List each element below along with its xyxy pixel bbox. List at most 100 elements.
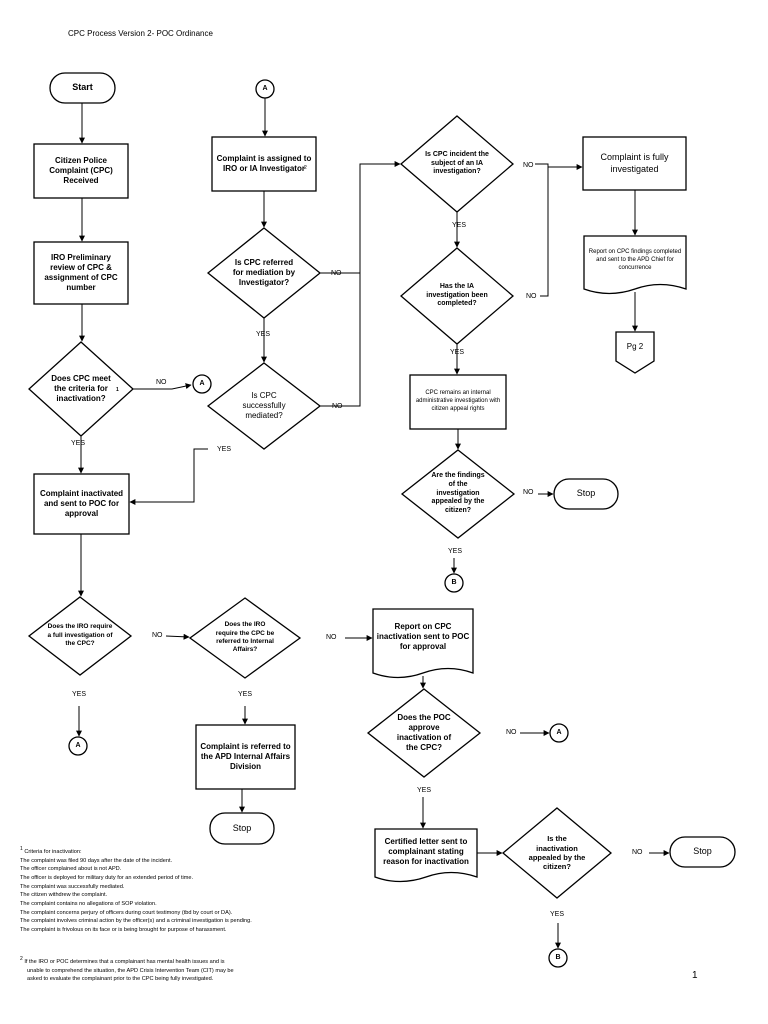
fully-investigated-label: Complaint is fully investigated xyxy=(600,152,669,174)
iro-review-box xyxy=(33,241,129,305)
certified-letter-label: Certified letter sent to complainant sta… xyxy=(383,837,469,866)
page-title: CPC Process Version 2- POC Ordinance xyxy=(68,29,213,38)
footnote-1-item: The citizen withdrew the complaint. xyxy=(20,892,108,899)
mediated-decision xyxy=(206,362,322,450)
no-label-poc: NO xyxy=(506,729,517,736)
yes-label-ia-completed: YES xyxy=(450,349,465,356)
poc-approve-decision xyxy=(366,688,482,778)
connector-a-right xyxy=(549,723,569,743)
ia-subject-label: Is CPC incident the subject of an IA inv… xyxy=(425,150,489,176)
edge-ia-no-fully xyxy=(535,163,583,170)
no-label-mediation: NO xyxy=(331,270,342,277)
pg2-label: Pg 2 xyxy=(626,342,644,351)
footnote-1-heading: Criteria for inactivation: xyxy=(24,848,82,855)
footnote-1-item: The officer complained about is not APD. xyxy=(20,866,122,873)
footnote-1-item: The complaint is frivolous on its face o… xyxy=(20,927,227,934)
no-label-criteria: NO xyxy=(156,379,167,386)
yes-label-mediation: YES xyxy=(256,331,271,338)
cpc-received-label: Citizen Police Complaint (CPC) Received xyxy=(49,156,113,185)
edge-full-no-refer xyxy=(165,633,190,640)
footnote-1-item: The complaint contains no allegations of… xyxy=(20,901,157,908)
report-inactivation-label: Report on CPC inactivation sent to POC f… xyxy=(376,622,470,651)
footnote-ref-1: 1 xyxy=(116,387,119,393)
connector-a-bottom-left-label: A xyxy=(75,742,81,749)
iro-review-label: IRO Preliminary review of CPC & assignme… xyxy=(44,253,118,292)
yes-label-mediated: YES xyxy=(217,446,232,453)
complaint-inactivated-label: Complaint inactivated and sent to POC fo… xyxy=(39,489,124,518)
edge-mediated-no-join xyxy=(320,273,361,407)
connector-a-mid xyxy=(192,374,212,394)
stop-terminal-2 xyxy=(553,478,619,510)
stop-terminal-3 xyxy=(669,836,736,868)
connector-a-bottom-left xyxy=(68,736,88,756)
stop-terminal-1 xyxy=(209,812,275,845)
no-label-appealed: NO xyxy=(632,849,643,856)
internal-admin-label: CPC remains an internal administrative i… xyxy=(415,390,501,412)
stop-label-1: Stop xyxy=(232,822,252,833)
footnote-1-item: The complaint concerns perjury of office… xyxy=(20,909,233,916)
no-label-ia-completed: NO xyxy=(526,293,537,300)
footnote-2: 2 If the IRO or POC determines that a co… xyxy=(20,955,350,984)
no-label-findings: NO xyxy=(523,489,534,496)
pg2-offpage xyxy=(615,331,655,374)
start-label: Start xyxy=(72,82,93,93)
footnote-2-marker: 2 xyxy=(20,956,23,962)
cpc-received-box xyxy=(33,143,129,199)
inactivation-appealed-label: Is the inactivation appealed by the citi… xyxy=(528,834,586,872)
page-number: 1 xyxy=(692,970,698,981)
footnote-2-line: If the IRO or POC determines that a comp… xyxy=(24,958,225,965)
meet-criteria-label: Does CPC meet the criteria for inactivat… xyxy=(51,374,111,403)
assigned-label: Complaint is assigned to IRO or IA Inves… xyxy=(216,154,312,173)
stop-label-2: Stop xyxy=(576,488,596,499)
iro-full-investigation-label: Does the IRO require a full investigatio… xyxy=(47,623,113,648)
footnote-1-item: The complaint was filed 90 days after th… xyxy=(20,857,173,864)
no-label-full-investigation: NO xyxy=(152,632,163,639)
report-inactivation-doc xyxy=(372,608,474,679)
edge-criteria-no-a xyxy=(133,383,192,390)
footnote-2-line: unable to comprehend the situation, the … xyxy=(27,967,234,974)
referred-apd-label: Complaint is referred to the APD Interna… xyxy=(200,742,291,771)
yes-label-ia-subject: YES xyxy=(452,222,467,229)
connector-b-bottom xyxy=(548,948,568,968)
footnote-1-item: The complaint involves criminal action b… xyxy=(20,918,252,925)
no-label-refer-ia: NO xyxy=(326,634,337,641)
edge-mediated-yes-inactivated xyxy=(129,448,208,505)
footnote-1-marker: 1 xyxy=(20,846,23,852)
iro-refer-ia-label: Does the IRO require the CPC be referred… xyxy=(215,621,275,654)
footnote-1: 1 Criteria for inactivation: The complai… xyxy=(20,845,350,935)
yes-label-findings: YES xyxy=(448,548,463,555)
certified-letter-doc xyxy=(374,828,478,883)
referred-apd-box xyxy=(195,724,296,790)
connector-a-right-label: A xyxy=(556,729,562,736)
findings-appealed-label: Are the findings of the investigation ap… xyxy=(431,472,485,515)
footnote-ref-2: 2 xyxy=(304,165,307,171)
inactivation-appealed-decision xyxy=(501,807,613,899)
edge-completed-no-join xyxy=(540,167,549,297)
findings-appealed-decision xyxy=(400,449,516,539)
report-findings-label: Report on CPC findings completed and sen… xyxy=(588,249,682,271)
connector-b-bottom-label: B xyxy=(555,954,561,961)
yes-label-refer-ia: YES xyxy=(238,691,253,698)
connector-b-mid-label: B xyxy=(451,579,457,586)
mediated-label: Is CPC successfully mediated? xyxy=(242,391,286,420)
iro-refer-ia-decision xyxy=(188,597,302,679)
connector-b-mid xyxy=(444,573,464,593)
no-label-ia-subject: NO xyxy=(523,162,534,169)
stop-label-3: Stop xyxy=(693,846,712,857)
footnote-1-item: The officer is deployed for military dut… xyxy=(20,874,194,881)
connector-a-top-label: A xyxy=(262,85,268,92)
iro-full-investigation-decision xyxy=(27,596,133,676)
yes-label-criteria: YES xyxy=(71,440,86,447)
yes-label-appealed: YES xyxy=(550,911,565,918)
yes-label-poc: YES xyxy=(417,787,432,794)
no-label-mediated: NO xyxy=(332,403,343,410)
poc-approve-label: Does the POC approve inactivation of the… xyxy=(396,713,452,752)
report-findings-doc xyxy=(583,235,687,295)
footnote-1-item: The complaint was successfully mediated. xyxy=(20,883,125,890)
yes-label-full-investigation: YES xyxy=(72,691,87,698)
edge-mediation-no-ia xyxy=(320,161,401,274)
connector-a-mid-label: A xyxy=(199,380,205,387)
referred-mediation-label: Is CPC referred for mediation by Investi… xyxy=(232,258,296,287)
footnote-2-line: asked to evaluate the complainant prior … xyxy=(27,976,214,983)
